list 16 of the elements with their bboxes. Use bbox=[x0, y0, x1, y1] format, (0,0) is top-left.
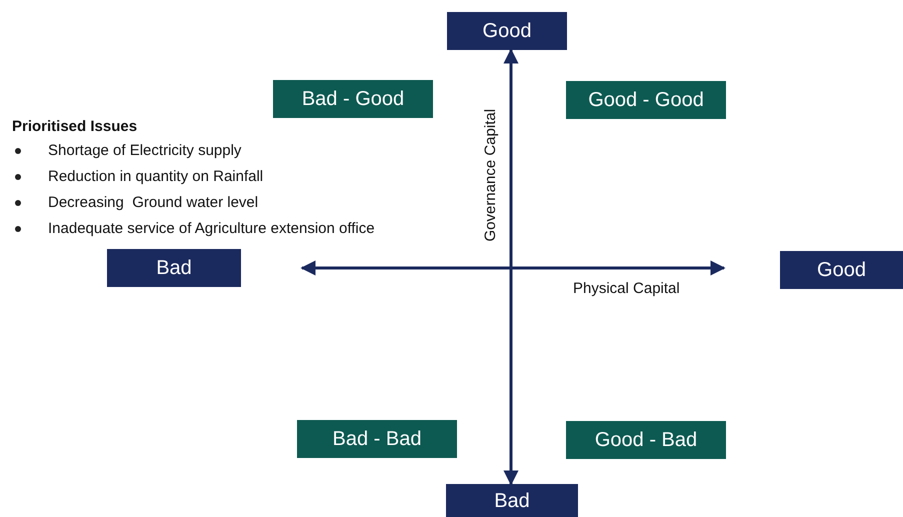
axis-end-box: Good bbox=[780, 251, 903, 289]
axis-end-box: Bad bbox=[446, 484, 578, 517]
axis-end-box: Bad bbox=[107, 249, 241, 287]
quadrant-box: Good - Good bbox=[566, 81, 726, 119]
axis-end-box: Good bbox=[447, 12, 567, 50]
issue-item: Decreasing Ground water level bbox=[48, 192, 258, 213]
quadrant-box: Bad - Bad bbox=[297, 420, 457, 458]
axis-arrow bbox=[504, 48, 518, 486]
quadrant-box: Bad - Good bbox=[273, 80, 433, 118]
issue-item: Reduction in quantity on Rainfall bbox=[48, 166, 264, 187]
axis-title: Governance Capital bbox=[480, 108, 500, 242]
list-heading: Prioritised Issues bbox=[12, 117, 138, 137]
issue-item: Inadequate service of Agriculture extension office bbox=[48, 218, 375, 239]
axis-title: Physical Capital bbox=[573, 279, 680, 299]
quadrant-box: Good - Bad bbox=[566, 421, 726, 459]
issue-item: Shortage of Electricity supply bbox=[48, 140, 242, 161]
